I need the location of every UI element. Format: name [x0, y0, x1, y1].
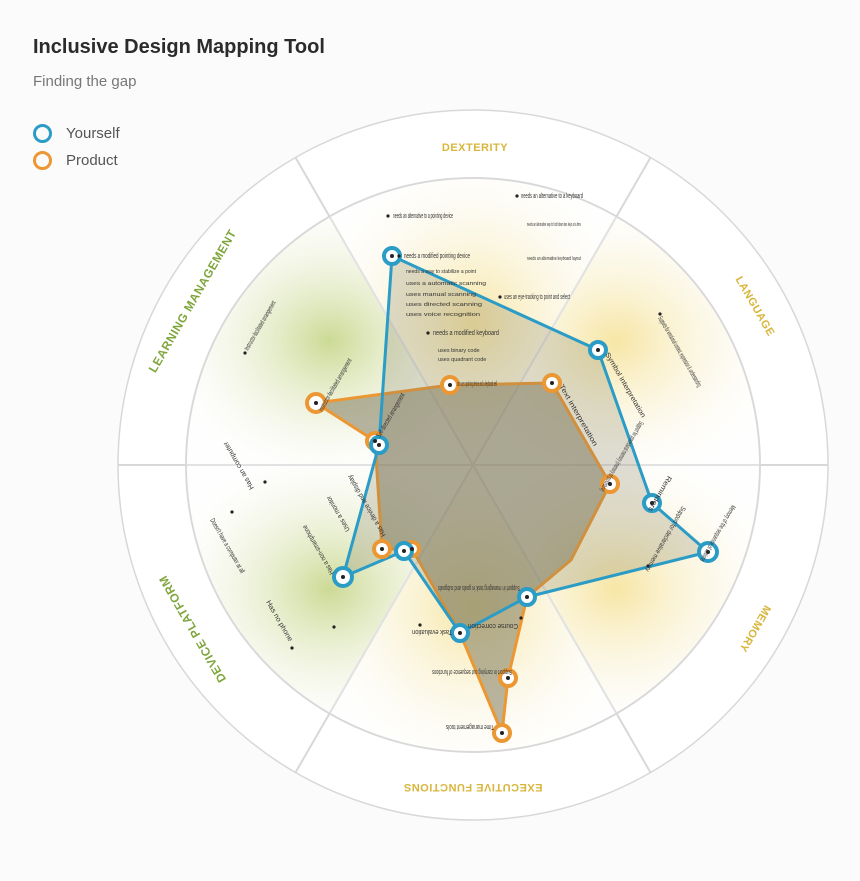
dex-label: uses voice recognition: [406, 312, 480, 318]
dex-label: needs an alternative to a keyboard: [521, 193, 583, 200]
category-label-dexterity: DEXTERITY: [442, 142, 508, 154]
page-subtitle: Finding the gap: [33, 73, 137, 90]
dex-label: uses an eye-tracking to point and select: [504, 294, 570, 301]
dex-label: needs an alternative way to hold down tw…: [527, 222, 581, 228]
dex-label: needs a modified pointing device: [404, 253, 470, 260]
legend-label: Yourself: [66, 125, 120, 142]
dex-label: uses a automatic scanning: [406, 281, 486, 287]
dexterity-labels: needs an alternative to a pointing devic…: [386, 193, 583, 388]
ring-separators: [118, 157, 828, 773]
dex-label: needs an alternative to a pointing devic…: [393, 213, 453, 220]
exec-label: Course correction: [468, 622, 518, 629]
marker-centers: [314, 254, 710, 735]
dex-label: uses quadrant code: [438, 357, 486, 363]
yourself-polyline: [341, 254, 710, 635]
legend-item-product[interactable]: Product: [33, 147, 120, 174]
exec-label: Task evaluation: [412, 628, 452, 635]
exec-label: Time management tools: [446, 723, 494, 730]
dex-label: uses directed scanning: [406, 302, 482, 308]
legend: Yourself Product: [33, 120, 120, 174]
dex-label: needs a way to stabilize a point: [406, 269, 476, 275]
legend-item-yourself[interactable]: Yourself: [33, 120, 120, 147]
dex-label: can use a pointing device and a keyboard…: [457, 381, 497, 388]
category-label-executive-functions: EXECUTIVE FUNCTIONS: [403, 781, 542, 793]
exec-label: Support in managing task in goals and su…: [438, 584, 520, 591]
executive-labels: Support in managing task in goals and su…: [412, 584, 523, 730]
exec-label: Support in carrying out sequence of func…: [432, 668, 512, 675]
ring-icon: [33, 124, 52, 143]
page-title: Inclusive Design Mapping Tool: [33, 36, 325, 58]
legend-label: Product: [66, 152, 118, 169]
dex-label: needs a modified keyboard: [433, 330, 499, 337]
dex-label: uses binary code: [438, 348, 480, 354]
dex-label: uses manual scanning: [406, 292, 476, 298]
ring-icon: [33, 151, 52, 170]
dex-label: needs an alternative keyboard layout: [527, 256, 581, 262]
